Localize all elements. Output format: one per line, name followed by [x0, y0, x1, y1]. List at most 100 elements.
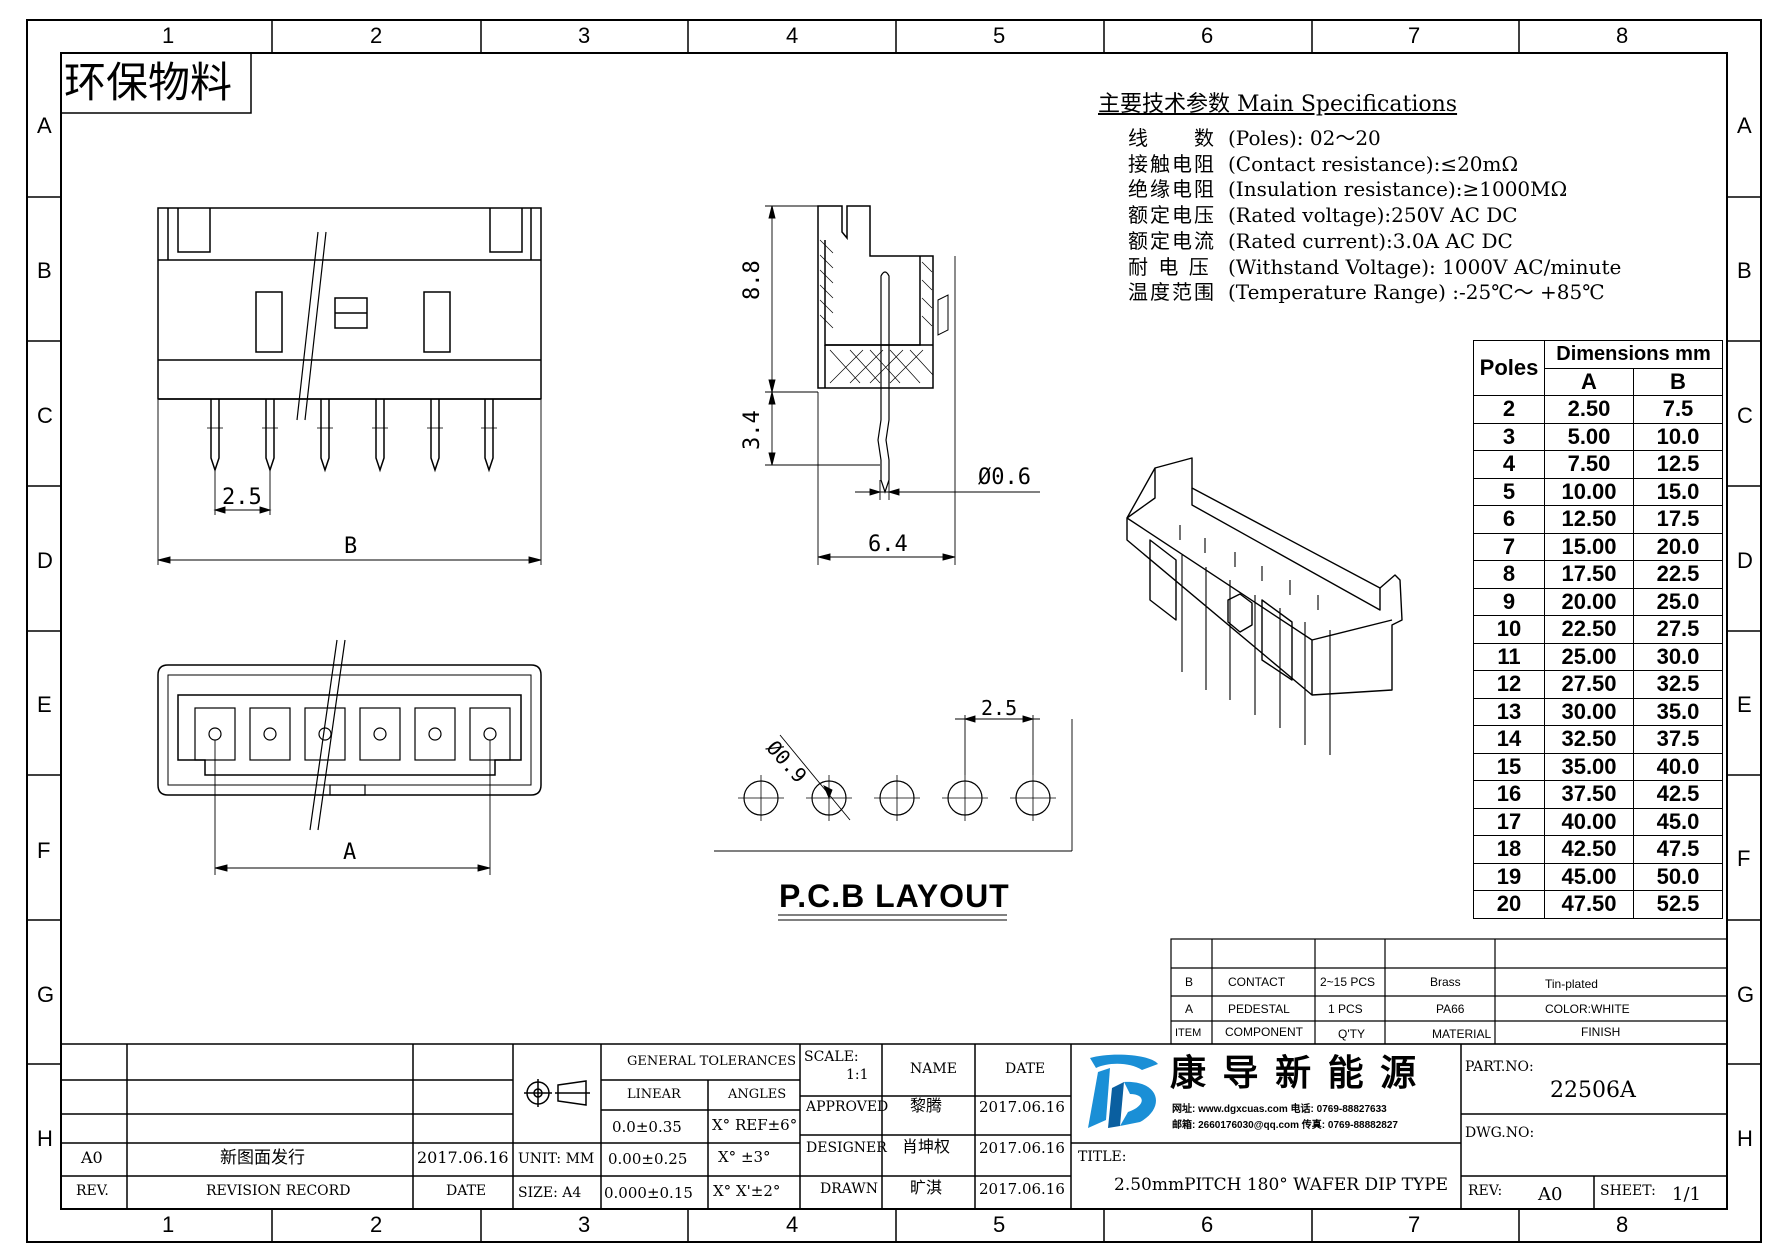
col-label-7-bottom: 7: [1408, 1212, 1421, 1237]
size-label: SIZE: A4: [518, 1185, 582, 1201]
col-label-5: 5: [993, 23, 1006, 48]
bom-header-finish: FINISH: [1581, 1025, 1621, 1039]
dimension-cell-a: 27.50: [1544, 670, 1634, 699]
rev-header: REV.: [76, 1183, 109, 1199]
dimension-cell-b: 45.0: [1633, 807, 1723, 836]
revision-date-header: DATE: [446, 1183, 487, 1199]
spec-temperature-range: 温度范围(Temperature Range) :-25℃～ +85℃: [1098, 276, 1605, 305]
dimension-cell-poles: 14: [1473, 725, 1545, 754]
scale-label: SCALE:: [804, 1049, 859, 1065]
dimension-cell-a: 45.00: [1544, 862, 1634, 891]
dimension-cell-b: 42.5: [1633, 780, 1723, 809]
spec-poles: 线 数 (Poles): 02～20: [1098, 122, 1381, 151]
tolerance-angle-2: X° ±3°: [718, 1148, 771, 1166]
bom-material-b: Brass: [1430, 975, 1461, 989]
revision-rev: A0: [81, 1148, 103, 1167]
bom-component-b: CONTACT: [1228, 975, 1286, 989]
bom-header-qty: Q'TY: [1338, 1027, 1365, 1041]
dimension-cell-a: 47.50: [1544, 890, 1634, 919]
dimension-cell-poles: 8: [1473, 560, 1545, 589]
col-label-2: 2: [370, 23, 383, 48]
dimension-cell-poles: 11: [1473, 642, 1545, 671]
row-label-c: C: [37, 403, 53, 428]
dimension-cell-b: 27.5: [1633, 615, 1723, 644]
dimension-cell-b: 30.0: [1633, 642, 1723, 671]
spec-label: 额定电流: [1128, 229, 1216, 253]
bom-header-component: COMPONENT: [1225, 1025, 1303, 1039]
bom-finish-b: Tin-plated: [1545, 977, 1598, 991]
drawn-name: 旷淇: [910, 1178, 943, 1197]
dimension-cell-poles: 9: [1473, 587, 1545, 616]
bom-qty-b: 2~15 PCS: [1320, 975, 1376, 989]
col-label-6: 6: [1201, 23, 1214, 48]
sheet-label: SHEET:: [1600, 1183, 1656, 1199]
col-label-1-bottom: 1: [162, 1212, 175, 1237]
dimension-cell-poles: 7: [1473, 532, 1545, 561]
dimension-cell-b: 37.5: [1633, 725, 1723, 754]
dimension-cell-b: 35.0: [1633, 697, 1723, 726]
dimension-cell-b: 20.0: [1633, 532, 1723, 561]
row-label-b-right: B: [1737, 258, 1752, 283]
bom-qty-a: 1 PCS: [1328, 1002, 1363, 1016]
part-no-label: PART.NO:: [1465, 1059, 1534, 1075]
dimension-cell-poles: 2: [1473, 395, 1545, 424]
spec-label: 绝缘电阻: [1128, 177, 1216, 201]
side-depth-label: 6.4: [868, 532, 908, 557]
dimension-cell-b: 25.0: [1633, 587, 1723, 616]
company-contact-1: 网址: www.dgxcuas.com 电话: 0769-88827633: [1172, 1104, 1387, 1115]
front-pitch-label: 2.5: [222, 485, 262, 510]
spec-withstand-voltage: 耐 电 压(Withstand Voltage): 1000V AC/minut…: [1098, 251, 1621, 280]
designer-label: DESIGNER: [806, 1140, 887, 1156]
title-block-lines: [60, 1043, 1728, 1210]
isometric-view: [1126, 457, 1403, 755]
side-height-top-label: 8.8: [740, 260, 765, 300]
dimension-cell-a: 22.50: [1544, 615, 1634, 644]
side-height-bottom-label: 3.4: [740, 410, 765, 450]
dimension-cell-poles: 20: [1473, 890, 1545, 919]
stamp-box: [60, 52, 252, 114]
spec-label: 接触电阻: [1128, 152, 1216, 176]
tolerances-title: GENERAL TOLERANCES: [627, 1054, 797, 1069]
spec-value: (Poles): 02～20: [1228, 126, 1381, 150]
dimension-cell-poles: 5: [1473, 477, 1545, 506]
dimension-cell-a: 37.50: [1544, 780, 1634, 809]
dimension-cell-poles: 15: [1473, 752, 1545, 781]
row-label-d: D: [37, 548, 53, 573]
rev-value: A0: [1538, 1184, 1563, 1205]
dimension-cell-a: 2.50: [1544, 395, 1634, 424]
col-label-8-bottom: 8: [1616, 1212, 1629, 1237]
dimension-cell-a: 30.00: [1544, 697, 1634, 726]
dimension-cell-b: 10.0: [1633, 422, 1723, 451]
dimension-cell-poles: 18: [1473, 835, 1545, 864]
spec-label: 线 数: [1128, 126, 1216, 150]
row-label-a: A: [37, 113, 52, 138]
spec-rated-voltage: 额定电压(Rated voltage):250V AC DC: [1098, 199, 1518, 228]
col-label-8: 8: [1616, 23, 1629, 48]
angles-header: ANGLES: [728, 1087, 787, 1102]
name-header: NAME: [910, 1061, 957, 1077]
dimension-cell-a: 42.50: [1544, 835, 1634, 864]
spec-label: 耐 电 压: [1128, 255, 1211, 279]
row-label-g: G: [37, 982, 55, 1007]
dimension-cell-a: 12.50: [1544, 505, 1634, 534]
bom-finish-a: COLOR:WHITE: [1545, 1002, 1630, 1016]
bottom-width-label: A: [343, 840, 357, 865]
spec-rated-current: 额定电流(Rated current):3.0A AC DC: [1098, 225, 1513, 254]
col-label-1: 1: [162, 23, 175, 48]
dimensions-header: Dimensions mm: [1544, 340, 1723, 369]
revision-record-header: REVISION RECORD: [206, 1183, 351, 1199]
col-label-3-bottom: 3: [578, 1212, 591, 1237]
